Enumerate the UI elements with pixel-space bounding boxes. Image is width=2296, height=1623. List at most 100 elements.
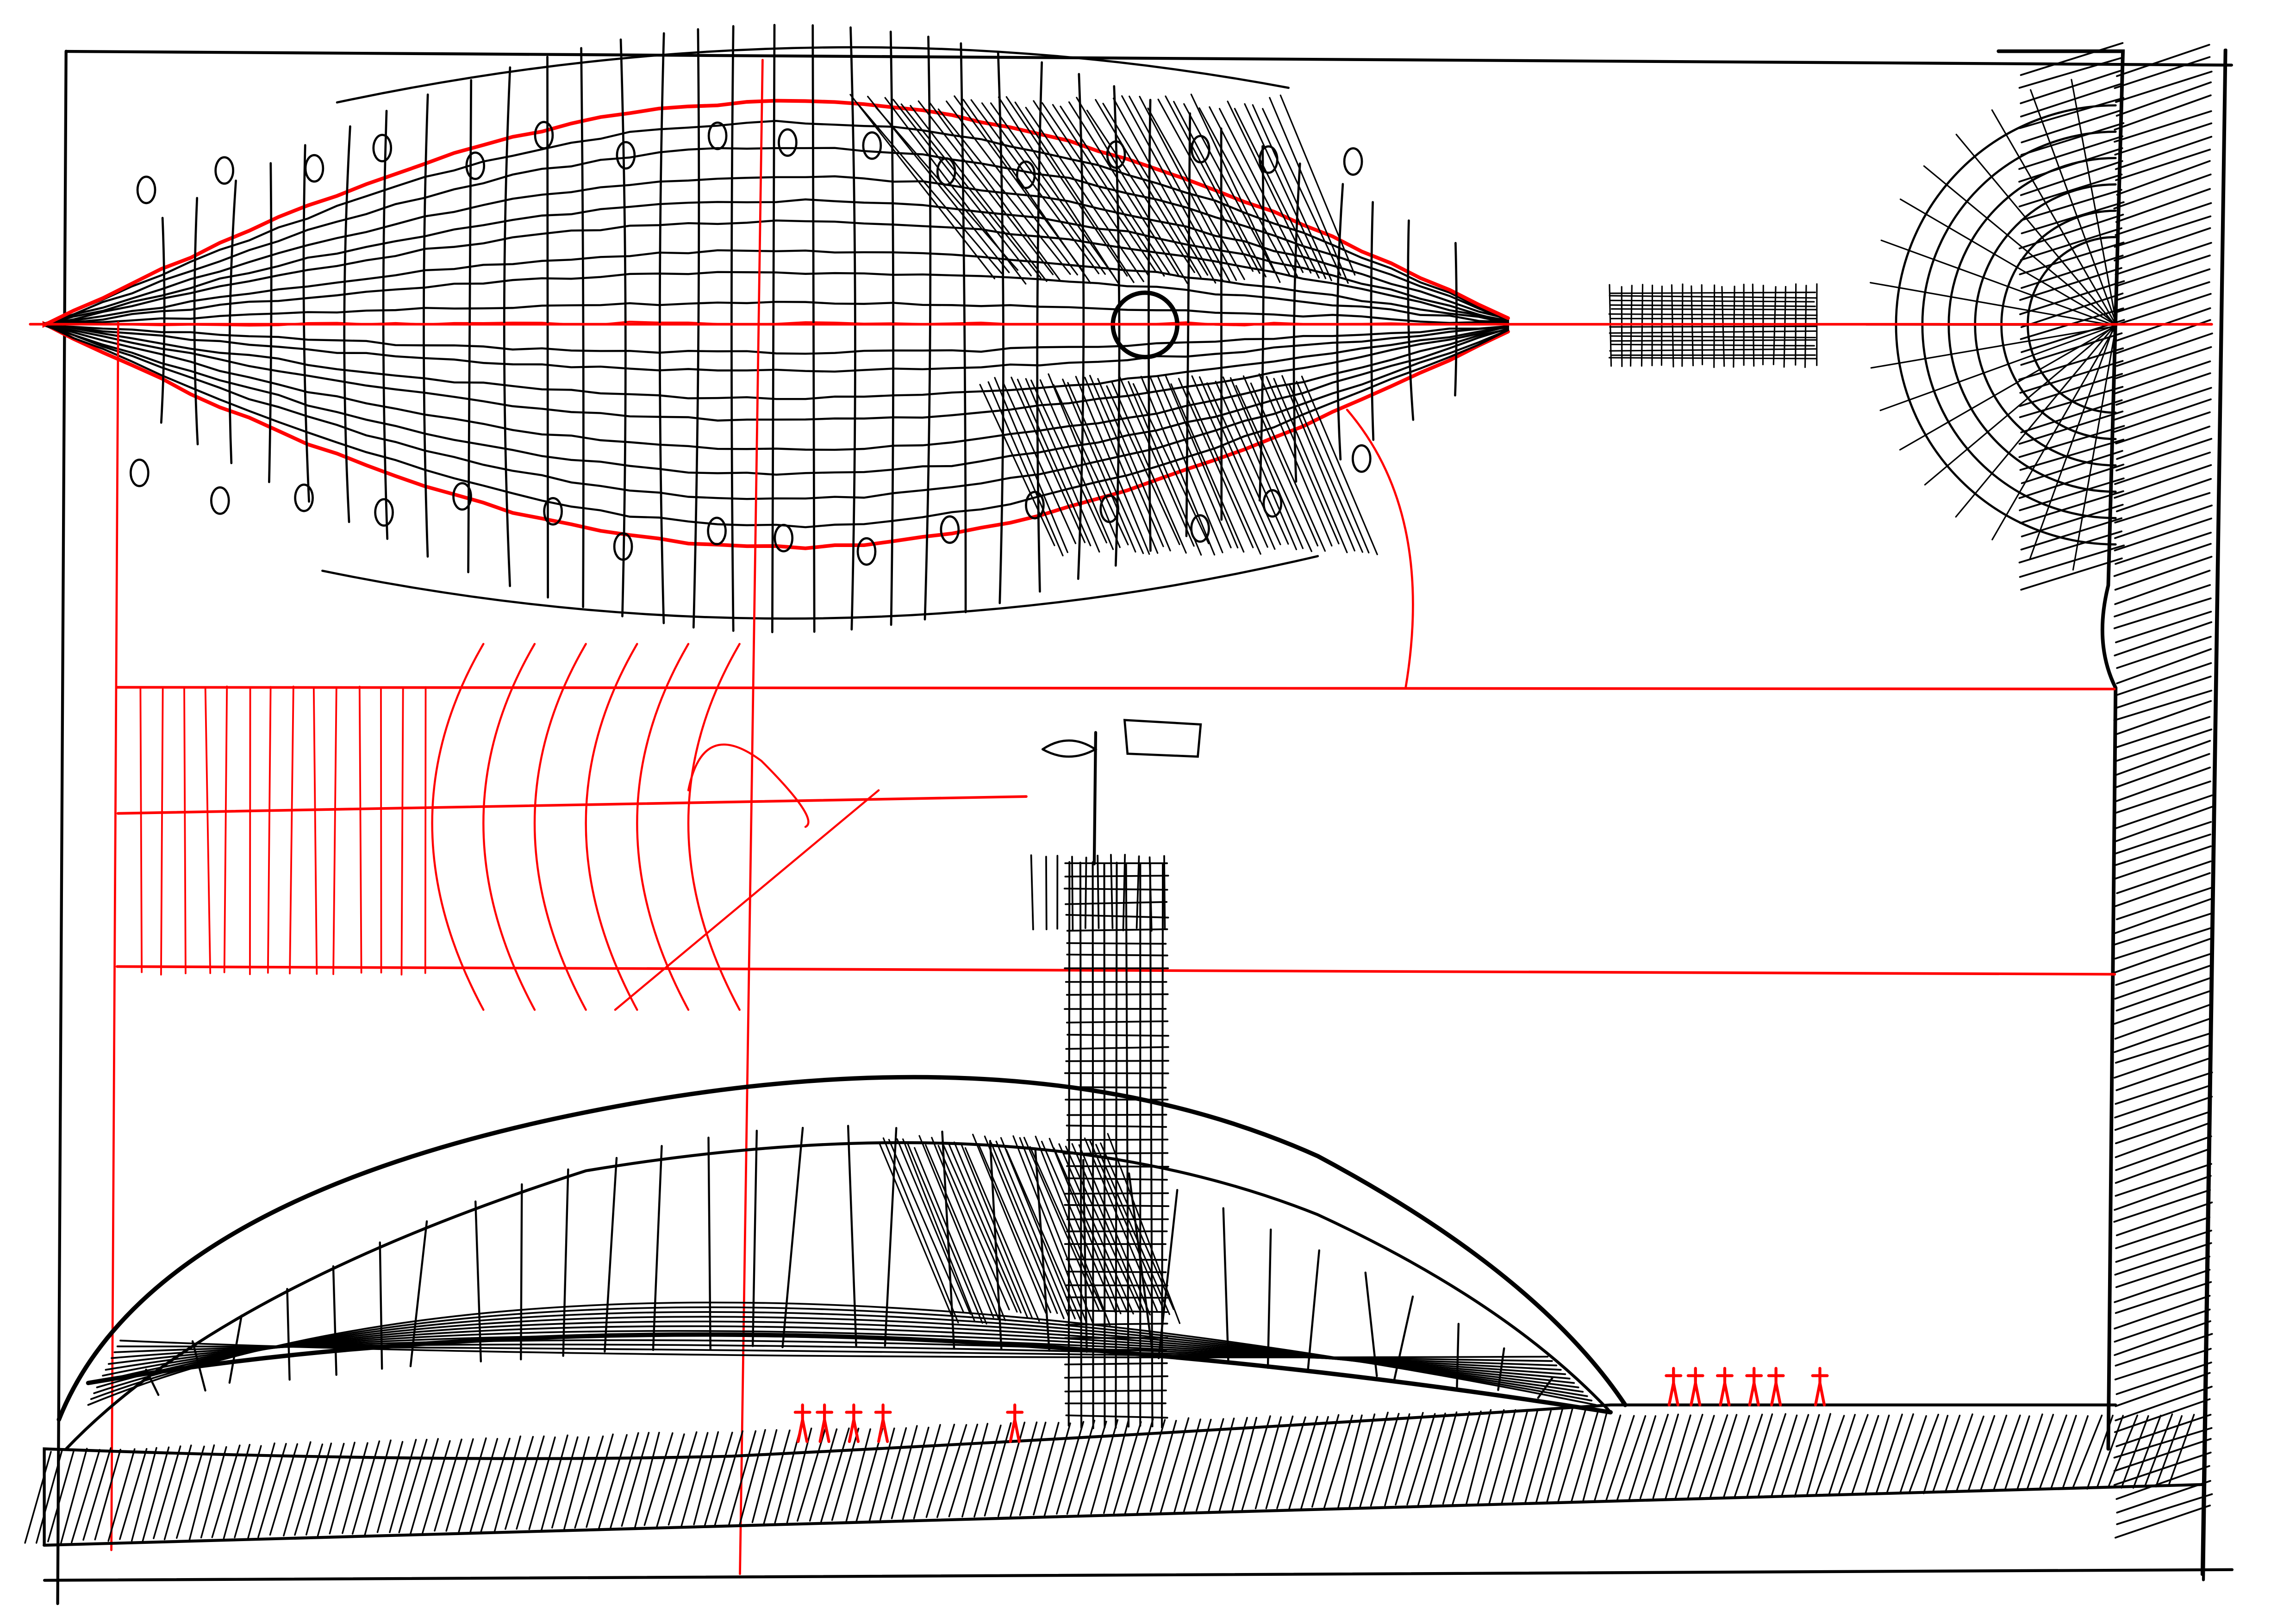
tower-horizontal: [1066, 1138, 1169, 1141]
dish-spoke: [1870, 325, 2116, 369]
ground-hatch: [1639, 1413, 1669, 1499]
ground-hatch: [1043, 1422, 1071, 1517]
ground-hatch: [1300, 1416, 1329, 1511]
ground-hatch: [1103, 1420, 1129, 1514]
wall-hatch: [2019, 267, 2122, 301]
ground-hatch: [1033, 1422, 1060, 1516]
wall-hatch: [2115, 662, 2212, 696]
hull-rib: [193, 197, 199, 446]
hull-longitudinal: [43, 322, 1510, 500]
wall-hatch: [2115, 1148, 2210, 1184]
hatch: [1178, 378, 1254, 548]
ground-hatch: [1395, 1412, 1424, 1506]
sketch-frame: [43, 48, 2234, 1605]
hatch: [990, 102, 1115, 277]
hull-node: [707, 121, 728, 150]
ground-hatch: [119, 1448, 148, 1540]
tether: [1609, 292, 1816, 294]
ground-hatch: [551, 1436, 579, 1529]
hatch: [1244, 103, 1327, 280]
wall-hatch: [2019, 280, 2125, 315]
ground-hatch: [1980, 1414, 2008, 1490]
ground-hatch: [305, 1443, 332, 1536]
ground-hatch: [1288, 1416, 1318, 1511]
ground-hatch: [1699, 1414, 1728, 1498]
hatch: [984, 1135, 1058, 1314]
wall-hatch: [2018, 410, 2124, 445]
hatch: [918, 1135, 994, 1318]
airship-hull-sketch: [42, 24, 1818, 634]
dish-spoke: [1899, 198, 2116, 326]
wall-hatch: [2020, 399, 2123, 434]
hull-node: [372, 134, 393, 162]
hull-node: [616, 141, 636, 170]
dome-longitudinal: [119, 1339, 1549, 1359]
wall-hatch: [2113, 1189, 2211, 1223]
wall-hatch: [2114, 1398, 2211, 1433]
hull-node: [613, 532, 633, 561]
wall-hatch: [2020, 189, 2122, 221]
hatch: [1060, 106, 1171, 276]
ground-hatch: [1090, 1419, 1119, 1515]
wall-hatch: [2114, 621, 2213, 657]
hull-node: [1099, 494, 1120, 523]
wall-hatch: [2113, 766, 2211, 803]
hatch: [896, 1138, 971, 1315]
hull-rib: [849, 26, 856, 631]
hull-rib: [771, 24, 776, 634]
hatch: [1111, 381, 1187, 554]
ground-hatch: [1864, 1414, 1890, 1495]
ground-hatch: [35, 1449, 63, 1544]
wall-hatch: [2019, 544, 2125, 578]
ground-hatch: [634, 1431, 660, 1529]
ground-hatch: [94, 1449, 121, 1541]
ground-hatch: [845, 1428, 871, 1522]
tower-vertical: [1079, 862, 1083, 1429]
hatch: [1095, 99, 1202, 278]
tower-horizontal: [1066, 993, 1169, 996]
dome-rib: [332, 1265, 337, 1376]
tether: [1608, 313, 1818, 316]
hatch: [879, 1142, 952, 1315]
hatch: [1078, 1144, 1151, 1316]
tether: [1609, 348, 1816, 352]
ground-hatch: [329, 1442, 356, 1535]
wall-hatch: [2114, 464, 2212, 499]
wave-arc: [687, 643, 741, 1011]
wall-hatch: [2020, 122, 2125, 156]
hatch: [849, 93, 996, 280]
hatch: [1170, 383, 1245, 553]
tower-cap: [1148, 856, 1153, 932]
ground-hatch: [739, 1429, 766, 1526]
hatch: [914, 1147, 987, 1325]
wall-hatch: [2114, 1017, 2213, 1053]
hatch: [1112, 97, 1217, 284]
ground-hatch: [1113, 1421, 1142, 1514]
hatch: [1242, 375, 1319, 547]
dome-rib: [1497, 1347, 1505, 1391]
hatch: [1190, 93, 1281, 283]
ground-hatch: [1594, 1414, 1622, 1501]
ground-hatch: [541, 1434, 568, 1531]
ground-hatch: [1967, 1415, 1996, 1492]
ground-hatch: [1956, 1415, 1984, 1492]
hatch: [1089, 374, 1164, 547]
wall-hatch: [2115, 70, 2213, 103]
tower-vertical: [1103, 863, 1106, 1428]
wall-hatch: [2115, 740, 2211, 776]
hatch: [1014, 101, 1135, 283]
wall-hatch: [2115, 953, 2211, 986]
ground-hatch: [257, 1443, 287, 1538]
ground-hatch: [1429, 1411, 1458, 1506]
wall-hatch: [2021, 109, 2123, 143]
ground-hatch: [1218, 1417, 1248, 1512]
tower-horizontal: [1067, 1033, 1169, 1037]
ground-hatch: [984, 1422, 1012, 1517]
ground-hatch: [704, 1431, 733, 1526]
tower-horizontal: [1066, 1258, 1167, 1261]
dome-rib: [474, 1200, 482, 1362]
ground-hatch: [71, 1449, 101, 1543]
red-line: [116, 795, 1028, 815]
dish-spoke: [1923, 165, 2116, 325]
ground-hatch: [2168, 1414, 2195, 1486]
